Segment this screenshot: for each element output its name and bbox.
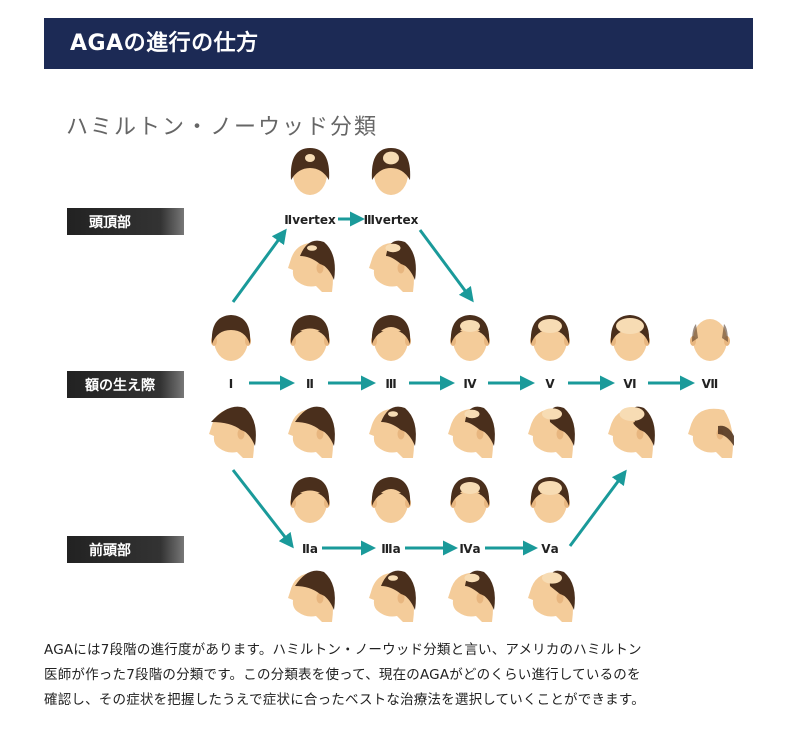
description: AGAには7段階の進行度があります。ハミルトン・ノーウッド分類と言い、アメリカの… [44,638,764,713]
section-header: AGAの進行の仕方 [44,18,753,69]
head-front-a-2 [371,477,411,523]
head-front-a-3 [450,477,490,523]
arrow-to-a [231,469,294,549]
diagram-title: ハミルトン・ノーウッド分類 [66,115,378,140]
stage-label-main-1: Ⅰ [229,377,233,391]
stage-label-main-6: Ⅵ [623,377,636,391]
hamilton-norwood-diagram: ハミルトン・ノーウッド分類 頭頂部 額の生え際 前頭部 Ⅰ Ⅱ Ⅲ Ⅳ Ⅴ Ⅵ Ⅶ Ⅱvert… [66,115,734,622]
group-label-hairline: 額の生え際 [67,371,184,398]
description-line-3: 確認し、その症状を把握したうえで症状に合ったベストな治療法を選択していくことがで… [44,692,645,708]
head-side-main-6 [608,406,655,458]
head-front-main-7 [690,319,730,361]
head-front-main-4 [450,315,490,361]
head-crown-vertex-2 [371,148,411,195]
stage-label-main-5: Ⅴ [545,377,555,391]
head-front-main-3 [371,315,411,361]
group-label-crown: 頭頂部 [67,208,184,235]
group-label-crown-text: 頭頂部 [89,214,131,231]
head-side-main-7 [688,408,734,458]
description-line-1: AGAには7段階の進行度があります。ハミルトン・ノーウッド分類と言い、アメリカの… [44,642,642,658]
stage-label-a-4: Ⅴa [541,542,558,556]
progression-arrows [231,211,695,556]
arrow-to-vertex [231,228,287,303]
head-crown-vertex-1 [290,148,330,195]
head-side-main-5 [528,406,575,458]
stage-label-main-4: Ⅳ [463,377,477,391]
arrow-from-a [568,469,627,547]
head-side-vertex-1 [288,240,335,292]
head-front-main-6 [610,315,650,361]
head-side-main-2 [288,406,335,458]
group-label-front-text: 前頭部 [89,542,131,559]
stage-label-vertex-1: Ⅱvertex [284,213,336,227]
head-side-a-1 [288,570,335,622]
stage-label-vertex-2: Ⅲvertex [364,213,419,227]
stage-label-a-3: Ⅳa [459,542,480,556]
head-front-main-5 [530,315,570,361]
head-front-main-2 [290,315,330,361]
section-title: AGAの進行の仕方 [70,31,259,56]
group-label-hairline-text: 額の生え際 [84,377,156,394]
stage-label-main-2: Ⅱ [306,377,314,391]
head-front-main-1 [211,315,251,361]
head-front-a-4 [530,477,570,523]
stage-label-main-7: Ⅶ [702,377,719,391]
stage-label-a-1: Ⅱa [302,542,318,556]
head-side-a-3 [448,570,495,622]
head-front-a-1 [290,477,330,523]
head-illustrations [209,148,734,622]
arrow-from-vertex [418,229,474,303]
group-label-front: 前頭部 [67,536,184,563]
stage-label-a-2: Ⅲa [381,542,400,556]
description-line-2: 医師が作った7段階の分類です。この分類表を使って、現在のAGAがどのくらい進行し… [44,667,641,683]
head-side-vertex-2 [369,240,416,292]
head-side-a-4 [528,570,575,622]
head-side-main-4 [448,406,495,458]
head-side-a-2 [369,570,416,622]
stage-label-main-3: Ⅲ [385,377,396,391]
head-side-main-1 [209,406,256,458]
head-side-main-3 [369,406,416,458]
